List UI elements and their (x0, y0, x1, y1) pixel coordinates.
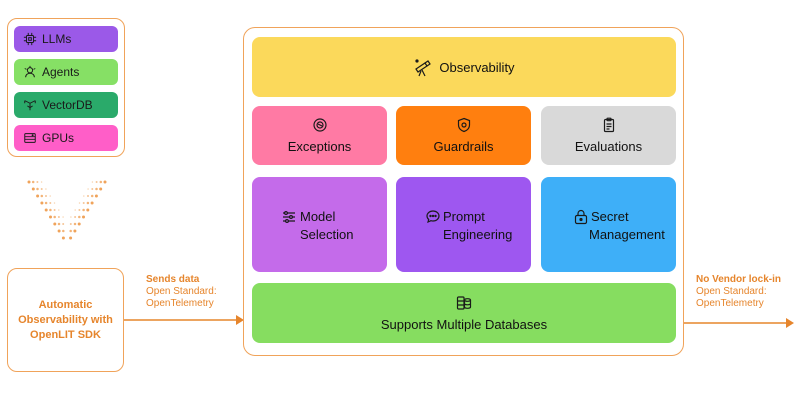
left-arrow (124, 315, 244, 325)
model-selection-card: Model Selection (252, 177, 387, 272)
sdk-label: Automatic Observability with OpenLIT SDK (18, 298, 113, 341)
prompt-engineering-line2: Engineering (443, 227, 513, 242)
model-selection-text: Model Selection (281, 208, 353, 244)
database-icon (456, 295, 472, 311)
left-flow-line3: OpenTelemetry (146, 298, 214, 309)
source-label: Agents (42, 65, 80, 79)
openlit-platform-frame (243, 27, 684, 356)
exceptions-card: Exceptions (252, 106, 387, 165)
model-selection-line1: Model (300, 209, 336, 224)
source-vectordb: VectorDB (14, 92, 118, 118)
observability-label: Observability (439, 59, 515, 75)
source-agents: Agents (14, 59, 118, 85)
agent-icon (23, 65, 37, 79)
right-flow-line3: OpenTelemetry (696, 298, 764, 309)
sources-panel: LLMs Agents VectorDB GPUs (7, 18, 125, 157)
prompt-engineering-line1: Prompt (443, 209, 485, 224)
prompt-engineering-card: Prompt Engineering (396, 177, 531, 272)
source-label: LLMs (42, 32, 72, 46)
guardrails-label: Guardrails (433, 139, 494, 154)
down-chevron-icon (27, 180, 107, 240)
shield-icon (456, 117, 472, 133)
gpu-icon (23, 131, 37, 145)
right-flow-line2: Open Standard: (696, 286, 767, 297)
source-label: GPUs (42, 131, 75, 145)
vector-db-icon (23, 98, 37, 112)
evaluations-label: Evaluations (574, 139, 643, 154)
right-flow-line1: No Vendor lock-in (696, 274, 782, 285)
guardrails-card: Guardrails (396, 106, 531, 165)
left-flow-text: Sends data Open Standard: OpenTelemetry (146, 274, 242, 310)
openlit-sdk-box: Automatic Observability with OpenLIT SDK (7, 268, 124, 372)
prompt-engineering-text: Prompt Engineering (425, 208, 512, 244)
source-label: VectorDB (42, 98, 93, 112)
right-flow-text: No Vendor lock-in Open Standard: OpenTel… (696, 274, 796, 310)
databases-card: Supports Multiple Databases (252, 283, 676, 343)
sliders-icon (281, 209, 297, 225)
left-flow-line1: Sends data (146, 274, 200, 285)
evaluations-card: Evaluations (541, 106, 676, 165)
chip-icon (23, 32, 37, 46)
chat-icon (425, 209, 441, 225)
clipboard-icon (601, 117, 617, 133)
observability-card: Observability (252, 37, 676, 97)
secret-management-text: Secret Management (573, 208, 665, 244)
right-arrow (684, 318, 794, 328)
databases-label: Supports Multiple Databases (380, 316, 548, 332)
source-gpus: GPUs (14, 125, 118, 151)
secret-management-line1: Secret (591, 209, 629, 224)
secret-management-card: Secret Management (541, 177, 676, 272)
left-flow-line2: Open Standard: (146, 286, 217, 297)
bug-icon (312, 117, 328, 133)
lock-icon (573, 209, 589, 225)
secret-management-line2: Management (589, 227, 665, 242)
telescope-icon (413, 57, 433, 77)
source-llms: LLMs (14, 26, 118, 52)
exceptions-label: Exceptions (287, 139, 352, 154)
model-selection-line2: Selection (300, 227, 354, 242)
